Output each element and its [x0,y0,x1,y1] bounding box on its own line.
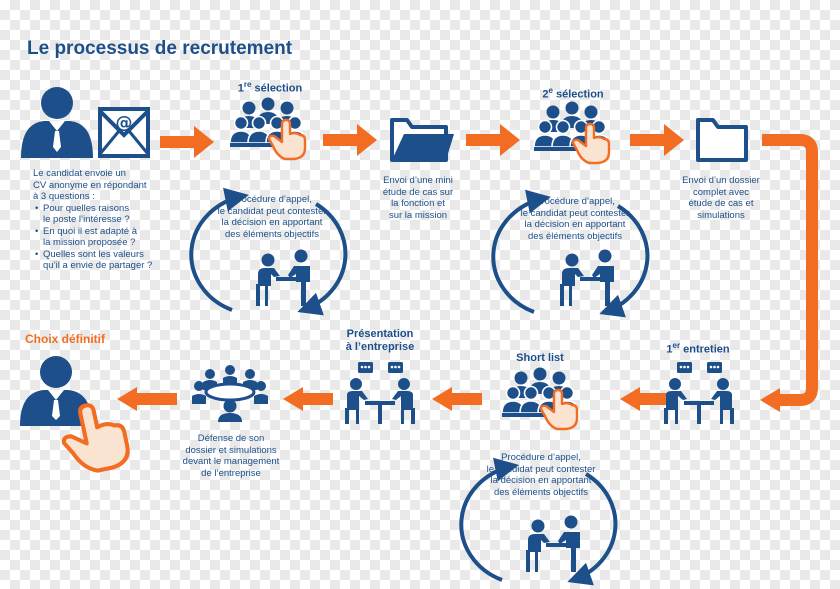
interview-icon [526,515,580,572]
step-short-list: Short list [516,352,564,364]
folder-icon [696,118,748,162]
procedure-text-2: Procédure d’appel,le candidat peut conte… [520,196,630,242]
candidate-description: Le candidat envoie un CV anonyme en répo… [33,168,152,272]
procedure-text-1: Procédure d’appel,le candidat peut conte… [217,194,327,240]
svg-text:@: @ [116,113,133,133]
final-choice-icon [20,356,131,476]
group-select-icon [502,368,578,430]
flow-arrows [117,124,818,412]
procedure-text-3: Procédure d’appel,le candidat peut conte… [486,452,596,498]
step-first-selection: 1re sélection [237,80,303,95]
list-item: En quoi il est adapté àla mission propos… [35,226,152,249]
interview-icon [560,249,614,306]
group-select-icon [534,102,610,164]
step-final-choice: Choix définitif [25,332,105,346]
folder-open-icon [390,118,454,162]
meeting-table-icon [192,365,268,422]
step-second-selection: 2e sélection [542,86,604,101]
envelope-icon: @ [98,107,150,158]
meeting-table-icon [345,362,415,424]
step-first-interview: 1er entretien [666,341,730,356]
page-title: Le processus de recrutement [27,38,293,59]
group-select-icon [230,98,306,160]
interview-icon [256,249,310,306]
meeting-table-icon [664,362,734,424]
candidate-icon [21,87,93,158]
